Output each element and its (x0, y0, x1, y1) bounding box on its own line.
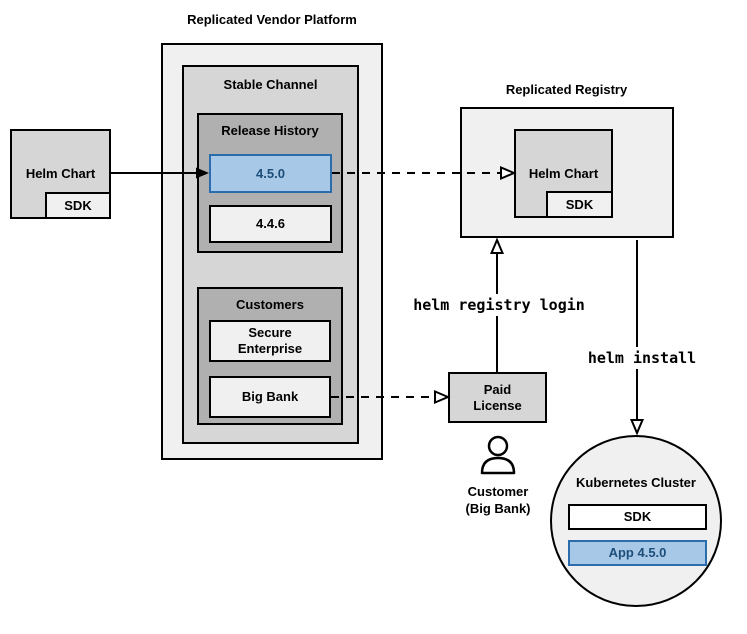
customer-big-bank: Big Bank (209, 376, 331, 418)
release-history-title: Release History (221, 123, 319, 138)
cluster-sdk-box: SDK (568, 504, 707, 530)
registry-title: Replicated Registry (505, 82, 628, 97)
customer-detail-label: (Big Bank) (465, 501, 531, 516)
registry-sdk-box: SDK (546, 191, 613, 218)
source-helm-chart-box: Helm Chart SDK (10, 129, 111, 219)
source-helm-chart-label: Helm Chart (25, 166, 96, 181)
command-helm-registry-login: helm registry login (400, 294, 598, 316)
source-sdk-box: SDK (45, 192, 111, 219)
kubernetes-cluster-title: Kubernetes Cluster (576, 475, 696, 490)
vendor-platform-title: Replicated Vendor Platform (187, 12, 357, 27)
release-version-4-5-0: 4.5.0 (209, 154, 332, 193)
command-helm-install: helm install (577, 347, 707, 369)
customer-secure-enterprise: Secure Enterprise (209, 320, 331, 362)
arrow-registry-to-cluster (629, 240, 645, 436)
registry-helm-chart-label: Helm Chart (528, 165, 599, 181)
person-icon (480, 435, 516, 475)
stable-channel-title: Stable Channel (223, 77, 318, 92)
release-version-4-4-6: 4.4.6 (209, 205, 332, 243)
customer-name-label: Customer (467, 484, 529, 499)
paid-license-label: Paid License (473, 381, 522, 413)
customers-title: Customers (236, 297, 304, 312)
registry-helm-chart-box: Helm Chart SDK (514, 129, 613, 218)
cluster-app-box: App 4.5.0 (568, 540, 707, 566)
paid-license-box: Paid License (448, 372, 547, 423)
